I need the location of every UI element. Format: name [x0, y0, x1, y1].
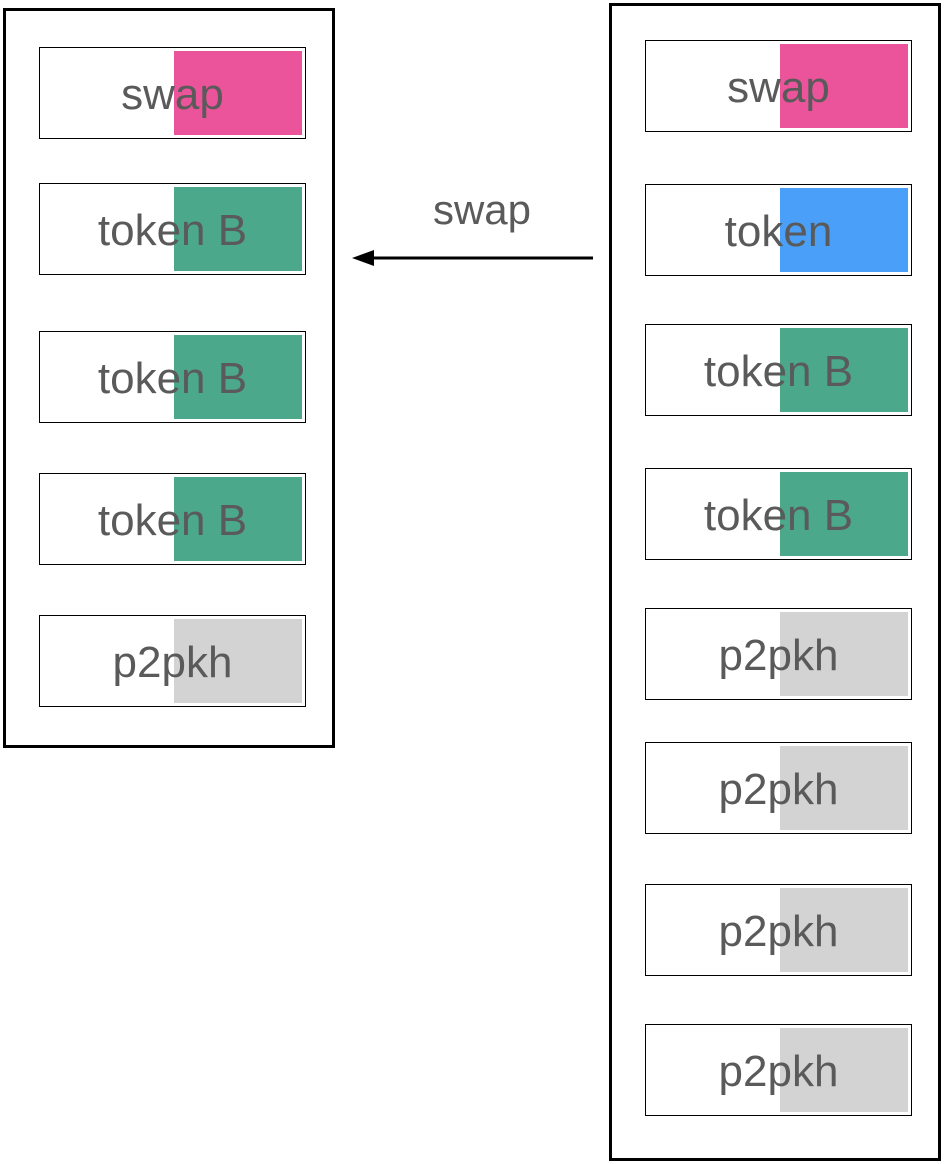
p2pkh-color-fill — [780, 612, 908, 696]
output-label: p2pkh — [112, 638, 233, 687]
output-label: token — [724, 207, 833, 256]
output-label: p2pkh — [718, 907, 839, 956]
right-transaction-box: swap token token B token B p2pkh p2pkh p… — [609, 3, 941, 1161]
p2pkh-color-fill — [174, 619, 302, 703]
right-output-p2pkh-1: p2pkh — [645, 608, 912, 700]
left-output-p2pkh: p2pkh — [39, 615, 306, 707]
p2pkh-color-fill — [780, 1028, 908, 1112]
token-b-color-fill — [780, 328, 908, 412]
output-label: p2pkh — [718, 765, 839, 814]
token-b-color-fill — [174, 187, 302, 271]
right-output-token-b-1: token B — [645, 324, 912, 416]
token-color-fill — [780, 188, 908, 272]
arrow-head — [352, 250, 374, 266]
p2pkh-color-fill — [780, 888, 908, 972]
output-label: p2pkh — [718, 1047, 839, 1096]
output-label: token B — [703, 491, 854, 540]
right-output-token-b-2: token B — [645, 468, 912, 560]
left-arrow — [352, 250, 593, 266]
token-b-color-fill — [174, 477, 302, 561]
token-b-color-fill — [174, 335, 302, 419]
p2pkh-color-fill — [780, 746, 908, 830]
left-output-token-b-3: token B — [39, 473, 306, 565]
right-output-swap: swap — [645, 40, 912, 132]
output-label: token B — [97, 496, 248, 545]
output-label: token B — [97, 354, 248, 403]
left-output-swap: swap — [39, 47, 306, 139]
output-label: swap — [727, 63, 830, 112]
left-output-token-b-2: token B — [39, 331, 306, 423]
output-label: token B — [703, 347, 854, 396]
swap-color-fill — [174, 51, 302, 135]
token-b-color-fill — [780, 472, 908, 556]
right-output-token: token — [645, 184, 912, 276]
output-label: token B — [97, 206, 248, 255]
swap-color-fill — [780, 44, 908, 128]
right-output-p2pkh-3: p2pkh — [645, 884, 912, 976]
output-label: swap — [121, 70, 224, 119]
right-output-p2pkh-4: p2pkh — [645, 1024, 912, 1116]
left-transaction-box: swap token B token B token B p2pkh — [3, 8, 335, 748]
right-output-p2pkh-2: p2pkh — [645, 742, 912, 834]
arrow-label: swap — [432, 186, 532, 233]
output-label: p2pkh — [718, 631, 839, 680]
left-output-token-b-1: token B — [39, 183, 306, 275]
